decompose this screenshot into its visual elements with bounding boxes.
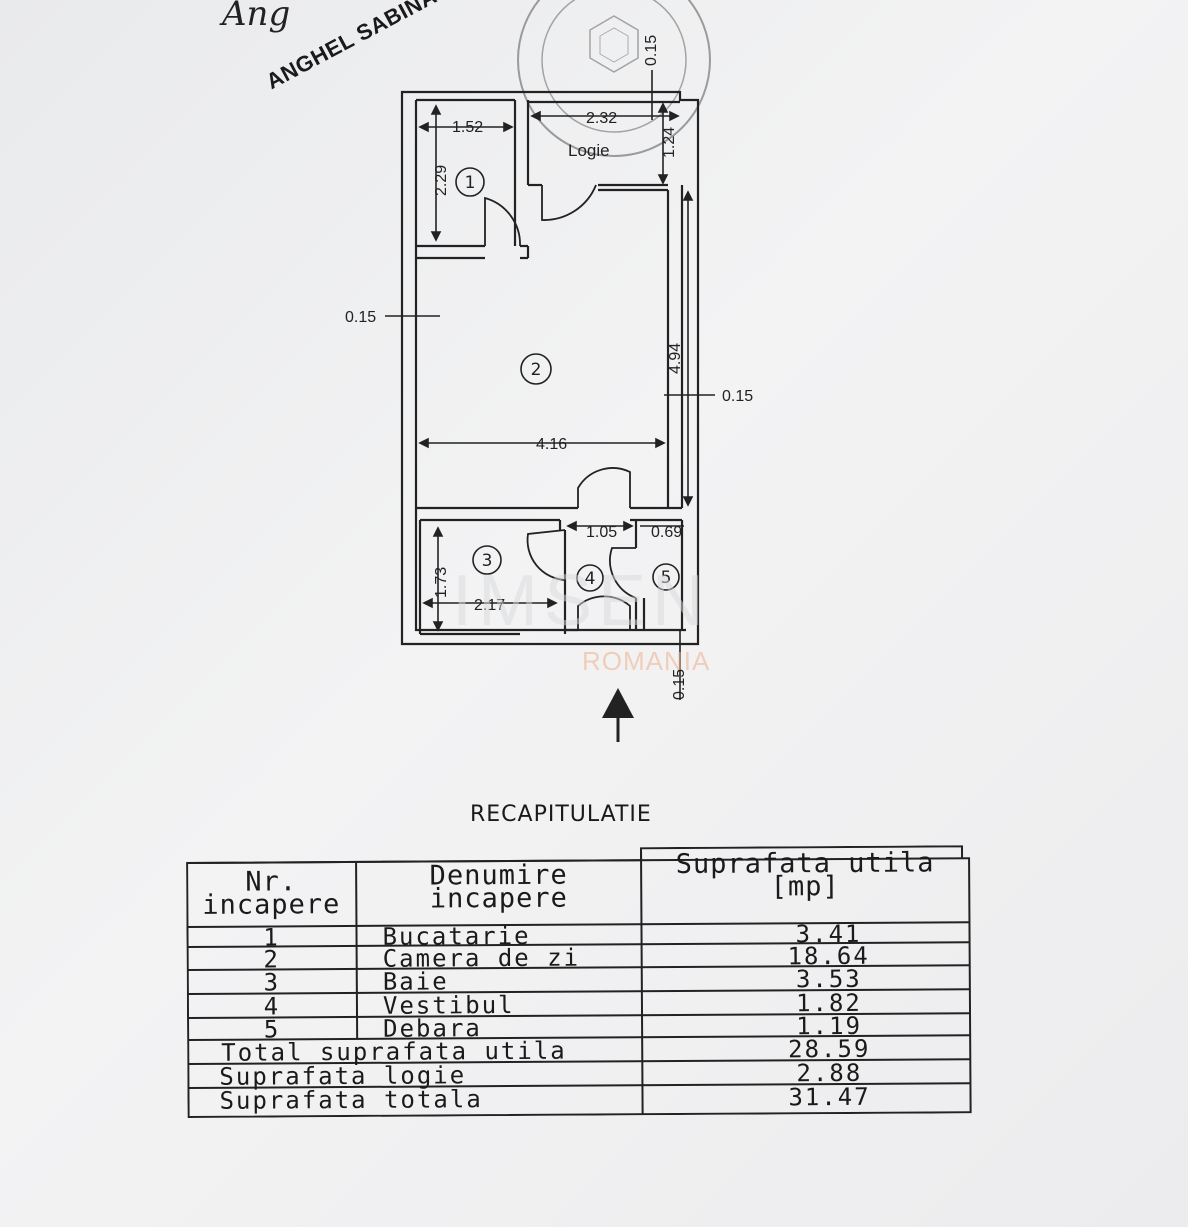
header-nr-line2: incapere bbox=[202, 888, 341, 921]
logia-label: Logie bbox=[568, 141, 610, 160]
room-2-number: 2 bbox=[531, 360, 542, 380]
room-2-marker bbox=[520, 353, 552, 385]
header-area: Suprafata utila [mp] bbox=[641, 847, 969, 902]
dim-kitchen-height: 2.29 bbox=[433, 165, 450, 196]
area-summary-table: Nr. incapere Denumire incapere Suprafata… bbox=[186, 845, 973, 1118]
dim-top-wall: 0.15 bbox=[643, 35, 660, 66]
header-name: Denumire incapere bbox=[356, 860, 641, 915]
dim-hall-width: 1.05 bbox=[586, 524, 617, 541]
dim-storage-width: 0.69 bbox=[651, 524, 682, 541]
room-4-number: 4 bbox=[585, 569, 596, 589]
table-row-name: Baie bbox=[382, 967, 449, 996]
table-row-nr: 3 bbox=[263, 968, 281, 997]
room-3-number: 3 bbox=[482, 551, 493, 571]
header-nr: Nr. incapere bbox=[186, 866, 356, 921]
watermark-country: ROMANIA bbox=[582, 646, 711, 676]
dim-bottom-wall: 0.15 bbox=[671, 669, 688, 700]
dim-living-width: 4.16 bbox=[536, 436, 567, 453]
watermark-brand: IMSEN bbox=[452, 561, 711, 641]
dim-living-height: 4.94 bbox=[667, 343, 684, 374]
outer-wall bbox=[400, 90, 700, 646]
entrance-arrow-icon bbox=[602, 688, 634, 742]
official-stamp bbox=[517, 0, 711, 157]
dim-logia-width: 2.32 bbox=[586, 110, 617, 127]
header-name-line2: incapere bbox=[429, 882, 568, 915]
recap-title: RECAPITULATIE bbox=[470, 802, 652, 827]
dim-bath-width: 2.17 bbox=[474, 597, 505, 614]
floor-plan: 1 2 3 4 5 1.52 2.29 2.32 1.24 0.15 0.15 … bbox=[345, 0, 753, 742]
dim-kitchen-width: 1.52 bbox=[452, 119, 483, 136]
dim-left-wall: 0.15 bbox=[345, 309, 376, 326]
dim-logia-height: 1.24 bbox=[661, 127, 678, 158]
dim-right-wall: 0.15 bbox=[722, 388, 753, 405]
table-total-label: Suprafata totala bbox=[219, 1085, 483, 1115]
room-5-number: 5 bbox=[661, 568, 672, 588]
dim-bath-height: 1.73 bbox=[433, 567, 450, 598]
room-5-marker bbox=[652, 563, 680, 591]
room-4-marker bbox=[576, 564, 604, 592]
room-3-marker bbox=[472, 545, 502, 575]
room-1-number: 1 bbox=[465, 173, 476, 193]
table-total-area: 31.47 bbox=[788, 1082, 871, 1112]
signature: Ang bbox=[222, 0, 291, 34]
room-1-marker bbox=[455, 167, 485, 197]
